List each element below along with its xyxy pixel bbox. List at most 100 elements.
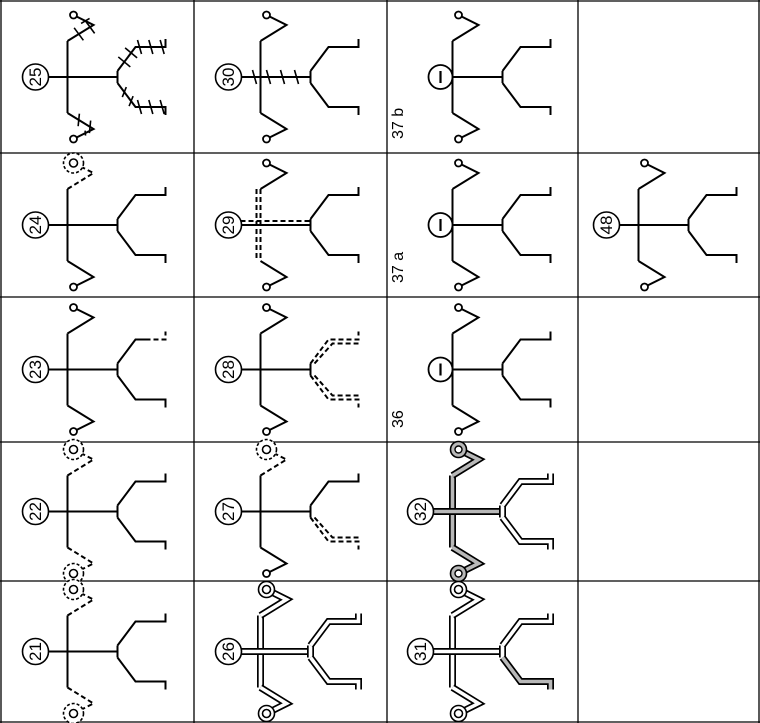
- figure-arm-top: [66, 14, 96, 42]
- figure-arm-top: [66, 162, 96, 190]
- cell-number-label: 30: [219, 68, 238, 87]
- hatch-tick: [77, 113, 81, 127]
- figure-leg-top: [501, 39, 552, 72]
- cell-number-label: 27: [219, 502, 238, 521]
- hatch-tick: [251, 69, 258, 85]
- figure-leg-bottom: [116, 82, 167, 115]
- cell-number-label: 25: [26, 68, 45, 87]
- label-circle: [406, 637, 435, 666]
- figure-hand-top: [454, 303, 463, 312]
- figure-leg-bottom-inner: [501, 656, 553, 690]
- figure-hand-bottom: [454, 569, 463, 578]
- figure-hand-bottom: [262, 134, 271, 144]
- figure-leg-top-dashed: [145, 331, 167, 341]
- figure-arm-bottom: [451, 260, 481, 288]
- figure-hand-top: [261, 584, 272, 595]
- figure-leg-bottom-inner: [309, 656, 361, 690]
- cell-c21: 21: [21, 578, 167, 723]
- hatch-tick: [159, 39, 165, 55]
- stick-figure: [47, 438, 167, 585]
- figure-hand-top: [68, 158, 79, 168]
- figure-leg-bottom-outline: [307, 655, 362, 690]
- figure-leg-bottom-inner: [501, 516, 553, 550]
- figure-hand-bottom: [454, 134, 463, 144]
- cell-c27: 27: [214, 438, 360, 578]
- hatch-tick: [148, 39, 154, 55]
- figure-leg-top: [116, 613, 167, 647]
- hatch-tick: [279, 69, 286, 85]
- figure-leg-bottom: [501, 374, 552, 408]
- figure-hand-bottom: [68, 708, 79, 719]
- cell-c23: 23: [21, 303, 167, 436]
- figure-hand-top: [454, 158, 463, 168]
- hatch-tick: [136, 39, 143, 55]
- figure-leg-bottom: [687, 230, 738, 263]
- figure-leg-bottom: [501, 82, 552, 115]
- stick-figure: [240, 580, 362, 723]
- figure-arm-bottom: [66, 404, 96, 433]
- figure-leg-top: [499, 613, 554, 648]
- hatch-tick: [88, 120, 92, 134]
- figure-hand-bottom: [69, 134, 78, 144]
- cell-number-label: 37 b: [390, 108, 407, 139]
- hatch-tick: [148, 99, 154, 115]
- cell-number-label: 23: [26, 360, 45, 379]
- figure-leg-bottom: [499, 655, 554, 690]
- figure-hand-bottom: [262, 282, 271, 292]
- figure-hand-bottom: [69, 427, 78, 436]
- figure-arm-bottom: [66, 260, 96, 288]
- hatch-tick: [117, 56, 131, 68]
- figure-hand-bottom: [262, 427, 271, 436]
- figure-leg-top-inner: [501, 613, 553, 647]
- figure-hand-bottom: [261, 708, 272, 719]
- figure-leg-top-outline: [307, 613, 362, 648]
- label-circle: [21, 63, 50, 91]
- cell-c36: 36: [390, 303, 552, 436]
- label-circle: [214, 63, 243, 91]
- hatch-tick: [159, 99, 165, 115]
- figure-arm-top: [259, 162, 289, 190]
- cell-c25: 25: [21, 10, 167, 144]
- figure-hand-top: [454, 10, 463, 20]
- cell-number-label: 22: [26, 502, 45, 521]
- figure-hand-top: [453, 584, 464, 595]
- figure-leg-top: [116, 39, 167, 72]
- label-circle: [21, 637, 50, 666]
- figure-hand-top: [68, 584, 79, 595]
- figure-arm-bottom: [259, 546, 289, 575]
- figure-arm-bottom: [259, 404, 289, 433]
- figure-leg-top-inner: [309, 613, 361, 647]
- figure-hand-bottom: [69, 282, 78, 292]
- figure-hand-top: [69, 10, 78, 20]
- hatch-tick: [265, 69, 272, 85]
- figure-hand-top: [262, 303, 271, 312]
- figure-hand-top: [262, 10, 271, 20]
- hatch-tick: [124, 47, 138, 59]
- cell-c24: 24: [21, 152, 167, 292]
- stick-figure: [431, 158, 552, 292]
- label-circle: [214, 355, 243, 384]
- figure-arm-bottom: [259, 260, 289, 288]
- figure-hand-bottom: [262, 569, 271, 578]
- cell-c31: 31: [406, 580, 554, 723]
- figure-arm-top: [259, 306, 289, 335]
- figure-arm-top: [66, 448, 96, 477]
- cell-number-label: 28: [219, 360, 238, 379]
- figure-arm-top: [259, 14, 289, 42]
- figure-hand-bottom: [453, 708, 464, 719]
- figure-leg-bottom: [309, 516, 360, 550]
- figure-hand-top: [640, 158, 649, 168]
- stick-figure: [47, 10, 167, 144]
- label-circle: [406, 497, 435, 526]
- figure-leg-top-outline: [499, 613, 554, 648]
- figure-hand-bottom: [640, 282, 649, 292]
- figure-leg-top: [116, 473, 167, 507]
- figure-leg-bottom-outline: [499, 515, 554, 550]
- figure-leg-top: [307, 613, 362, 648]
- figure-leg-bottom-outline: [499, 655, 554, 690]
- cell-number-label: 37 a: [390, 252, 407, 283]
- figure-arm-bottom: [66, 546, 96, 575]
- figure-leg-top-inner: [501, 473, 553, 507]
- figure-arm-top: [451, 162, 481, 190]
